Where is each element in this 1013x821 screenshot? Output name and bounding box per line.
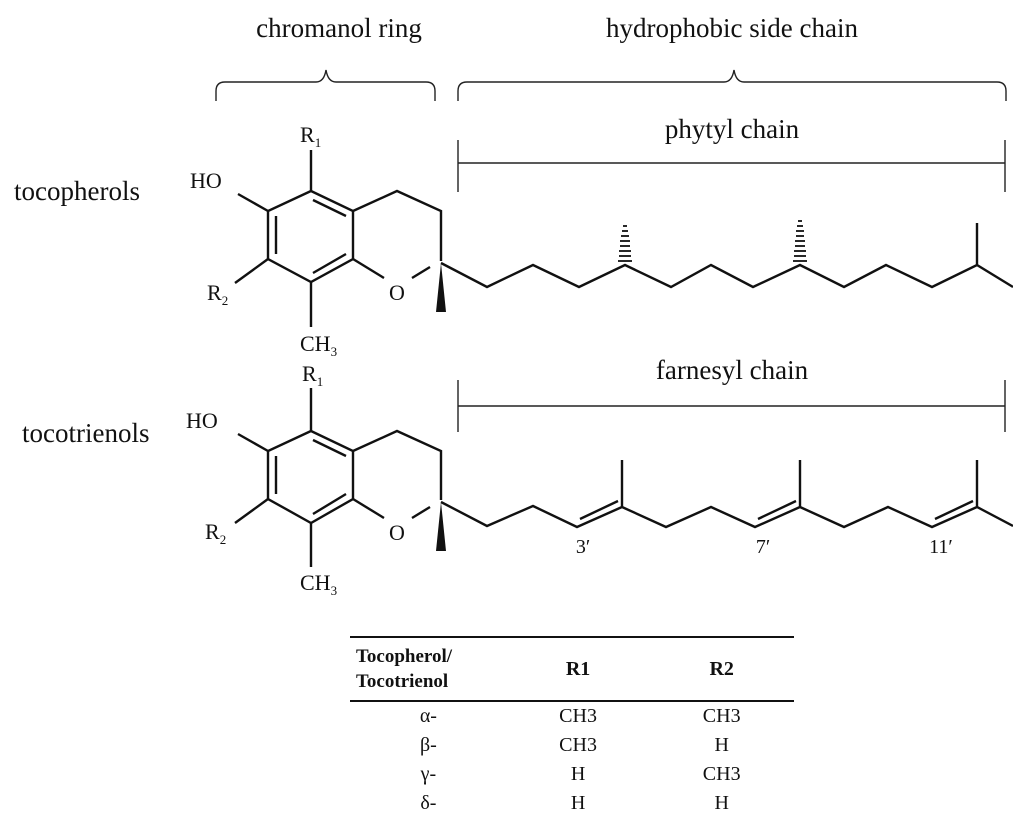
cell-r2: H <box>714 734 729 756</box>
tocopherol-r1-r: R <box>300 122 315 147</box>
position-11-label: 11′ <box>929 536 953 558</box>
tocotrienol-farnesyl-chain <box>440 460 1013 529</box>
header-r2: R2 <box>709 657 734 680</box>
tocopherol-hashed-methyl-2 <box>793 220 807 262</box>
substituent-table: Tocopherol/ Tocotrienol R1 R2 α- CH3 CH3… <box>350 636 794 818</box>
tocopherol-r2-r: R <box>207 280 222 305</box>
tocopherol-pyran-o-bond <box>352 257 385 280</box>
tocopherol-hashed-methyl-1 <box>618 225 632 262</box>
tocotrienol-r1-sub: 1 <box>317 374 324 389</box>
tocotrienol-r1-r: R <box>302 361 317 386</box>
tocopherol-aromatic-inner-bonds <box>274 198 347 275</box>
farnesyl-chain-bracket <box>457 380 1006 432</box>
tocopherol-r1-sub: 1 <box>315 135 322 150</box>
cell-form: γ- <box>420 763 437 785</box>
table-row: γ- H CH3 <box>350 760 794 789</box>
tocotrienol-r2-sub: 2 <box>220 532 227 547</box>
cell-r2: CH3 <box>702 705 741 727</box>
tocotrienol-aromatic-ring <box>266 429 355 525</box>
chromanol-ring-label: chromanol ring <box>256 13 422 43</box>
header-form: Tocopherol/ Tocotrienol <box>350 637 507 701</box>
phytyl-chain-label: phytyl chain <box>665 114 800 144</box>
tocotrienol-r2-label: R2 <box>205 519 226 547</box>
tocopherol-ho-label: HO <box>190 168 222 193</box>
tocopherol-r2-sub: 2 <box>222 293 229 308</box>
tocotrienol-o-label: O <box>389 520 405 545</box>
tocotrienol-r1-label: R1 <box>302 361 323 389</box>
cell-form: β- <box>419 734 437 756</box>
tocopherol-pyran-ring <box>352 189 443 280</box>
tocopherol-substituent-bonds <box>234 150 313 327</box>
table-row: δ- H H <box>350 789 794 818</box>
cell-r1: CH3 <box>559 734 597 756</box>
cell-r2: CH3 <box>702 763 741 785</box>
tocopherol-ch3-sub: 3 <box>331 344 338 359</box>
tocopherol-c2-methyl <box>436 263 446 312</box>
tocotrienol-pyran-ring <box>352 429 443 520</box>
cell-r1: H <box>570 792 586 814</box>
tocopherol-tocotrienol-diagram: chromanol ring hydrophobic side chain ph… <box>14 13 1013 598</box>
position-7-label: 7′ <box>756 536 770 558</box>
header-form-line2: Tocotrienol <box>356 671 449 692</box>
tocotrienol-ch3-ch: CH <box>300 570 331 595</box>
chromanol-ring-bracket <box>215 69 436 101</box>
tocotrienol-double-bonds <box>579 499 974 521</box>
cell-form: α- <box>419 705 437 727</box>
phytyl-chain-bracket <box>457 140 1006 192</box>
position-3-label: 3′ <box>576 536 590 558</box>
tocopherol-o-label: O <box>389 280 405 305</box>
tocopherol-r1-label: R1 <box>300 122 321 150</box>
tocotrienol-substituent-bonds <box>234 388 313 567</box>
tocopherol-r2-label: R2 <box>207 280 228 308</box>
side-chain-bracket <box>457 69 1007 101</box>
farnesyl-chain-label: farnesyl chain <box>656 355 809 385</box>
tocotrienol-ch3-sub: 3 <box>331 583 338 598</box>
tocopherol-ch3-ch: CH <box>300 331 331 356</box>
table-header-row: Tocopherol/ Tocotrienol R1 R2 <box>350 637 794 701</box>
tocopherol-aromatic-ring <box>266 189 355 284</box>
tocopherol-structure: HO O R1 R2 CH3 <box>190 122 1013 359</box>
table-row: β- CH3 H <box>350 731 794 760</box>
header-form-line1: Tocopherol/ <box>356 646 453 667</box>
cell-r2: H <box>714 792 729 814</box>
tocotrienol-r2-r: R <box>205 519 220 544</box>
tocopherols-label: tocopherols <box>14 176 140 206</box>
cell-r1: CH3 <box>559 705 597 727</box>
tocopherol-ch3-label: CH3 <box>300 331 337 359</box>
tocotrienol-ch3-label: CH3 <box>300 570 337 598</box>
tocotrienol-aromatic-inner-bonds <box>274 438 347 516</box>
side-chain-label: hydrophobic side chain <box>606 13 858 43</box>
header-r1: R1 <box>565 657 591 680</box>
tocotrienol-structure: 3′ 7′ 11′ HO O R1 R2 CH3 <box>186 361 1013 598</box>
table-row: α- CH3 CH3 <box>350 701 794 731</box>
tocopherol-phytyl-chain <box>440 223 1013 289</box>
tocotrienol-pyran-o-bond <box>352 497 385 520</box>
cell-r1: H <box>570 763 586 785</box>
tocotrienols-label: tocotrienols <box>22 418 149 448</box>
cell-form: δ- <box>420 792 437 814</box>
tocotrienol-ho-label: HO <box>186 408 218 433</box>
tocotrienol-c2-methyl <box>436 502 446 551</box>
